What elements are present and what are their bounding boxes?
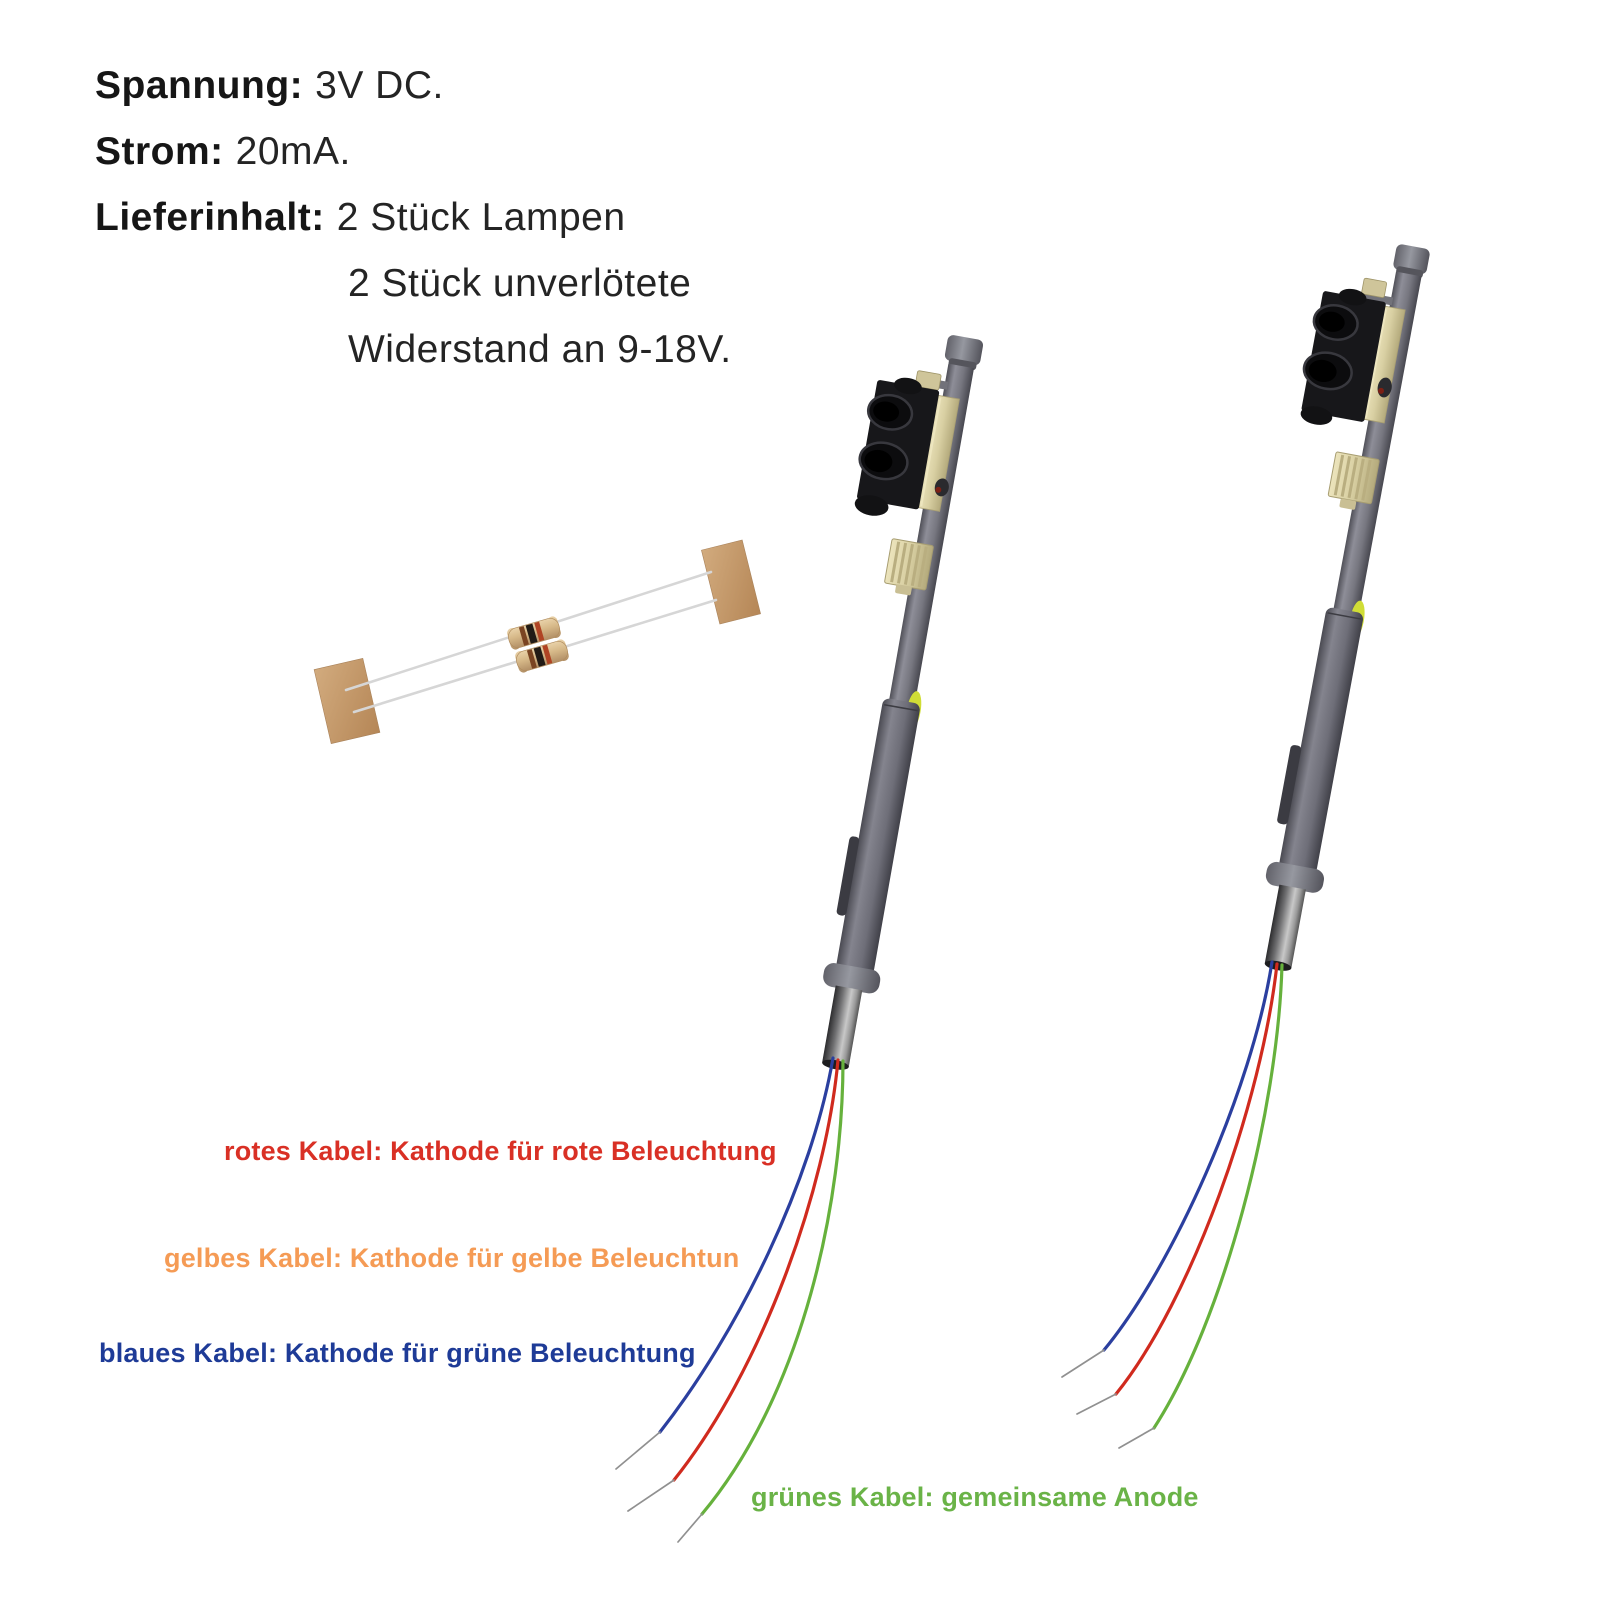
spec-voltage-value: 3V DC.	[315, 64, 444, 107]
left-wire-green	[700, 1059, 845, 1516]
right-wire-red-tip	[1076, 1393, 1117, 1415]
right-metal-tube	[1264, 884, 1306, 969]
right-mast-base	[1279, 607, 1364, 874]
resistor-pack-figure	[313, 539, 761, 745]
left-wire-green-tip	[677, 1513, 703, 1543]
left-mast-base	[836, 698, 920, 975]
right-wire-blue	[1102, 960, 1274, 1352]
left-metal-tube	[822, 985, 863, 1068]
solder-pad-top-right	[701, 539, 761, 625]
spec-line-contents-3: Widerstand an 9-18V.	[348, 328, 732, 371]
right-mast-cap	[1393, 244, 1430, 275]
spec-line-contents-2: 2 Stück unverlötete	[348, 262, 692, 305]
label-yellow-cable: gelbes Kabel: Kathode für gelbe Beleucht…	[164, 1243, 740, 1273]
solder-pad-bottom-left	[313, 657, 381, 745]
spec-line-contents: Lieferinhalt: 2 Stück Lampen	[95, 196, 626, 240]
left-mast-pole	[887, 363, 975, 713]
left-mast-flange	[823, 963, 881, 994]
left-mast-lever	[836, 836, 860, 916]
left-cable-bracket	[884, 538, 934, 596]
resistor-1	[507, 616, 561, 650]
right-cable-bracket	[1327, 451, 1380, 510]
spec-current-label: Strom:	[95, 130, 224, 173]
right-mast-lever	[1277, 745, 1302, 825]
left-wire-red-tip	[627, 1479, 675, 1512]
left-mast-cap	[944, 335, 984, 366]
left-wire-red	[672, 1058, 840, 1482]
left-wire-blue-tip	[615, 1431, 661, 1470]
left-signal-figure	[822, 335, 984, 1070]
right-signal-wires	[1061, 960, 1284, 1449]
left-lamp-hood-bottom	[858, 441, 909, 481]
spec-line-voltage: Spannung: 3V DC.	[95, 64, 444, 108]
resistor-2	[515, 639, 569, 673]
right-head-connector	[1361, 277, 1388, 298]
right-wire-green	[1152, 963, 1284, 1430]
right-signal-figure	[1264, 244, 1430, 971]
right-wire-red	[1114, 962, 1279, 1396]
right-wire-green-tip	[1118, 1427, 1155, 1449]
right-wire-blue-tip	[1061, 1349, 1105, 1378]
label-blue-cable: blaues Kabel: Kathode für grüne Beleucht…	[99, 1338, 696, 1368]
spec-line-current: Strom: 20mA.	[95, 130, 351, 174]
spec-contents-label: Lieferinhalt:	[95, 196, 325, 239]
spec-current-value: 20mA.	[235, 130, 351, 173]
right-lamp-hood-top	[1312, 304, 1359, 341]
left-signal-wires	[615, 1056, 845, 1543]
label-green-cable: grünes Kabel: gemeinsame Anode	[751, 1482, 1199, 1512]
spec-contents-value: 2 Stück Lampen	[336, 196, 626, 239]
left-wire-blue	[658, 1056, 835, 1434]
spec-voltage-label: Spannung:	[95, 64, 304, 107]
right-lamp-hood-bottom	[1302, 351, 1353, 391]
left-lamp-hood-top	[866, 393, 914, 431]
label-red-cable: rotes Kabel: Kathode für rote Beleuchtun…	[224, 1136, 777, 1166]
right-mast-pole	[1332, 271, 1422, 621]
